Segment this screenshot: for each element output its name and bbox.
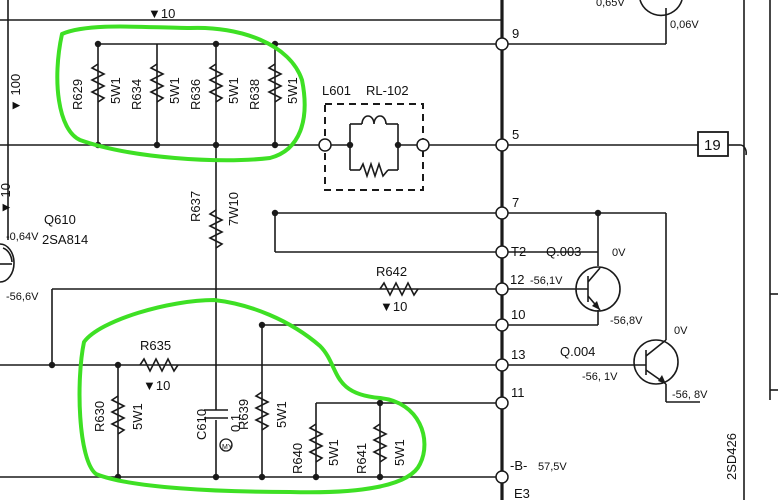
bus-node-9: 9	[512, 26, 519, 41]
highlight-bottom-bank	[77, 298, 427, 495]
left-region: ▼ 100 ▼ 10 Q610 2SA814 -0,64V -56,6V	[0, 0, 502, 369]
q004-vbase: -56, 1V	[582, 371, 618, 383]
r635-value: ▼10	[143, 378, 170, 393]
q610-voltage: -0,64V	[6, 231, 39, 243]
capacitor-c610: C610 0,1 MY	[194, 409, 243, 452]
r629-ref: R629	[70, 79, 85, 110]
bottom-rail: -B- 57,5V E3	[0, 458, 567, 500]
r642-ref: R642	[376, 264, 407, 279]
q004-name: Q.004	[560, 344, 595, 359]
bus-node-11: 11	[511, 385, 525, 400]
lower-wiring	[258, 310, 599, 404]
r630-rating: 5W1	[130, 403, 145, 430]
r629-rating: 5W1	[108, 77, 123, 104]
center-wiring	[271, 144, 747, 340]
bus-node-7: 7	[512, 195, 519, 210]
r640-rating: 5W1	[326, 439, 341, 466]
r639-rating: 5W1	[274, 401, 289, 428]
v100-label: ▼ 100	[8, 74, 23, 112]
connector-label: 19	[704, 137, 721, 154]
bus-nodes: 9 5 7 T2 12 10 13 11	[495, 26, 526, 484]
r639-ref: R639	[236, 399, 251, 430]
r640-ref: R640	[290, 443, 305, 474]
q004-vemit: -56, 8V	[672, 389, 708, 401]
c610-mark: MY	[222, 444, 233, 451]
coil-l601: L601 RL-102	[318, 83, 502, 191]
v10-left-label: ▼ 10	[0, 183, 13, 214]
transistor-type-label: 2SD426	[724, 433, 739, 480]
r635-ref: R635	[140, 338, 171, 353]
top-resistor-bank: R629 5W1 R634 5W1 R636 5W1 R638 5W1	[70, 40, 300, 149]
top-v10-label: ▼10	[148, 6, 175, 21]
b-rail-label: -B-	[510, 458, 527, 473]
transistor-q003: Q.003 0V -56,1V -56,8V	[502, 244, 643, 327]
q610-type: 2SA814	[42, 232, 88, 247]
c610-ref: C610	[194, 409, 209, 440]
r637-rating: 7W10	[226, 192, 241, 226]
bus-node-13: 13	[511, 347, 525, 362]
resistor-r637: R637 7W10	[188, 145, 241, 477]
r638-ref: R638	[247, 79, 262, 110]
top-voltage-b: 0,06V	[670, 19, 699, 31]
resistor-r642: R642 ▼10	[376, 264, 419, 314]
bottom-resistor-bank: R630 5W1 R639 5W1 R640 5W1 R641 5W1	[92, 325, 407, 477]
r634-ref: R634	[129, 79, 144, 110]
page-border-lines	[743, 0, 778, 500]
q003-vbase: -56,1V	[530, 275, 563, 287]
r637-ref: R637	[188, 191, 203, 222]
bus-node-t2: T2	[511, 244, 526, 259]
r641-ref: R641	[354, 443, 369, 474]
bus-node-10: 10	[511, 307, 525, 322]
r642-value: ▼10	[380, 299, 407, 314]
highlight-annotations	[55, 24, 427, 495]
transistor-q004: Q.004 0V -56, 1V -56, 8V	[502, 325, 708, 403]
q610-name: Q610	[44, 212, 76, 227]
q003-name: Q.003	[546, 244, 581, 259]
l601-ref: L601	[322, 83, 351, 98]
r638-rating: 5W1	[285, 77, 300, 104]
top-region: ▼10 0,65V 0,06V	[0, 0, 699, 45]
c610-value: 0,1	[228, 414, 243, 432]
r634-rating: 5W1	[167, 77, 182, 104]
l601-model: RL-102	[366, 83, 409, 98]
bus-node-12: 12	[510, 272, 524, 287]
resistor-r635: R635 ▼10	[139, 338, 179, 393]
r636-rating: 5W1	[226, 77, 241, 104]
r630-ref: R630	[92, 401, 107, 432]
q003-vtop: 0V	[612, 247, 626, 259]
highlight-top-bank	[55, 24, 307, 163]
r641-rating: 5W1	[392, 439, 407, 466]
connector-19: 19	[697, 131, 729, 157]
top-voltage-a: 0,65V	[596, 0, 625, 9]
q003-vemit: -56,8V	[610, 315, 643, 327]
q004-vtop: 0V	[674, 325, 688, 337]
bus-node-5: 5	[512, 127, 519, 142]
q610-collector-voltage: -56,6V	[6, 291, 39, 303]
b-rail-voltage: 57,5V	[538, 461, 567, 473]
r636-ref: R636	[188, 79, 203, 110]
e3-label: E3	[514, 486, 530, 500]
